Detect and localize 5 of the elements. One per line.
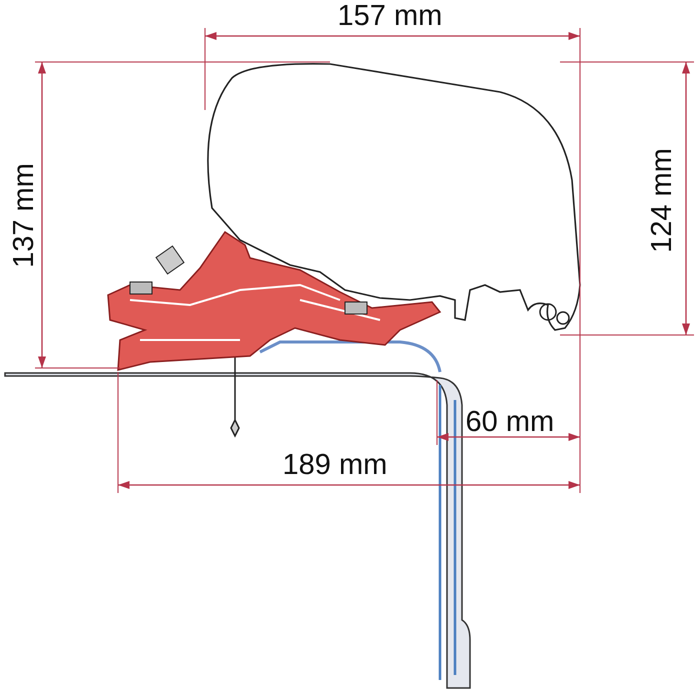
dimension-label: 60 mm <box>466 408 554 436</box>
dimension-label: 137 mm <box>9 162 38 268</box>
dimension-label: 189 mm <box>282 450 388 480</box>
dimension-label: 124 mm <box>647 148 676 252</box>
dimension-label: 157 mm <box>338 2 442 30</box>
